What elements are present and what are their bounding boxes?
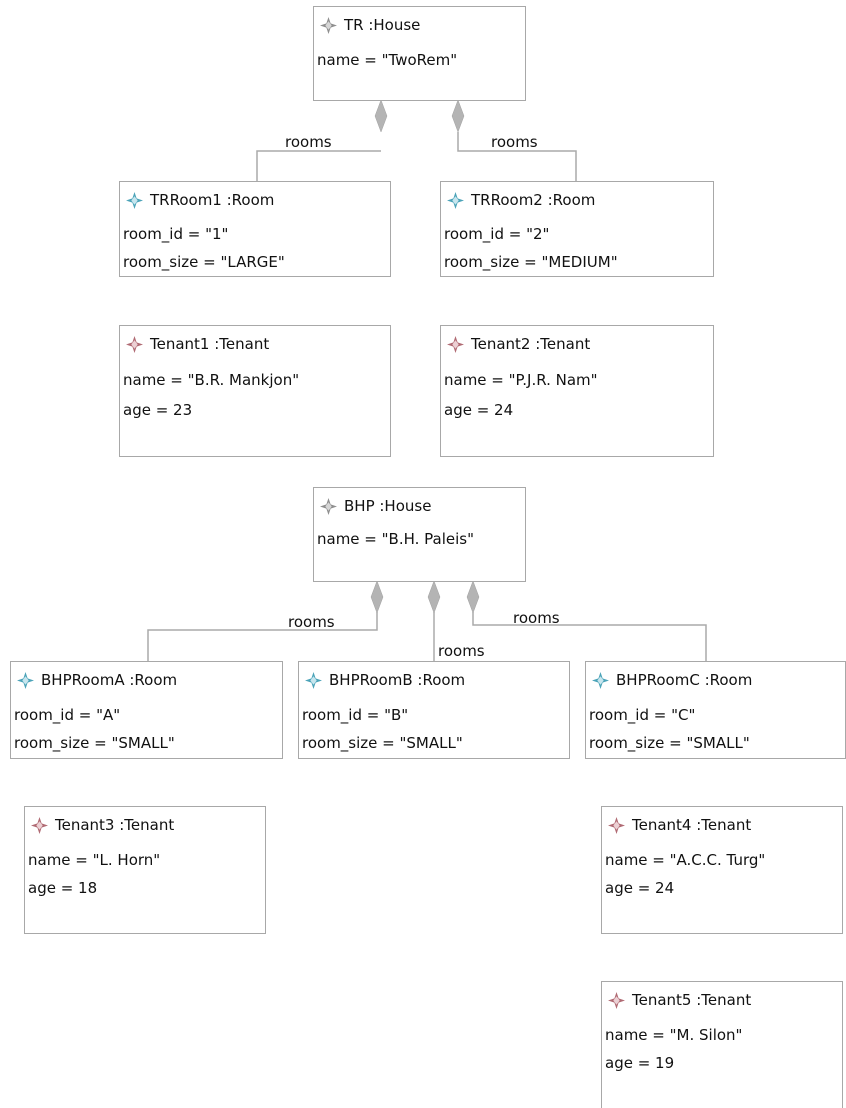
- connector-bhp-bhproomC: [472, 612, 707, 661]
- object-trroom1-room[interactable]: TRRoom1 :Room room_id = "1" room_size = …: [119, 181, 391, 277]
- attribute-name: name = "A.C.C. Turg": [605, 851, 766, 869]
- object-bhproomB-room[interactable]: BHPRoomB :Room room_id = "B" room_size =…: [298, 661, 570, 759]
- object-title: Tenant1 :Tenant: [150, 335, 270, 353]
- attribute-room-size: room_size = "SMALL": [589, 734, 750, 752]
- object-bhproomA-room[interactable]: BHPRoomA :Room room_id = "A" room_size =…: [10, 661, 283, 759]
- object-title: TRRoom2 :Room: [471, 191, 596, 209]
- connector-bhp-bhproomA: [147, 612, 378, 661]
- attribute-name: name = "B.H. Paleis": [317, 530, 474, 548]
- attribute-age: age = 18: [28, 879, 98, 897]
- object-icon-teal: [17, 671, 34, 689]
- connector-tr-trroom2: [457, 132, 577, 181]
- object-bhp-house[interactable]: BHP :House name = "B.H. Paleis": [313, 487, 526, 582]
- object-tenant1-tenant[interactable]: Tenant1 :Tenant name = "B.R. Mankjon" ag…: [119, 325, 391, 457]
- association-label-bhp-bhproomB: rooms: [438, 642, 485, 660]
- object-title: Tenant4 :Tenant: [632, 816, 752, 834]
- object-title: Tenant2 :Tenant: [471, 335, 591, 353]
- attribute-age: age = 24: [605, 879, 675, 897]
- association-label-tr-trroom1: rooms: [285, 133, 332, 151]
- object-title: TR :House: [344, 16, 421, 34]
- attribute-age: age = 23: [123, 401, 193, 419]
- attribute-room-size: room_size = "LARGE": [123, 253, 285, 271]
- object-title: Tenant3 :Tenant: [55, 816, 175, 834]
- object-tenant2-tenant[interactable]: Tenant2 :Tenant name = "P.J.R. Nam" age …: [440, 325, 714, 457]
- object-title: BHP :House: [344, 497, 432, 515]
- attribute-room-id: room_id = "C": [589, 706, 696, 724]
- association-label-bhp-bhproomA: rooms: [288, 613, 335, 631]
- object-title: BHPRoomB :Room: [329, 671, 466, 689]
- object-icon-teal: [447, 191, 464, 209]
- object-tenant4-tenant[interactable]: Tenant4 :Tenant name = "A.C.C. Turg" age…: [601, 806, 843, 934]
- attribute-room-size: room_size = "SMALL": [302, 734, 463, 752]
- connector-tr-trroom1: [256, 150, 381, 181]
- attribute-room-id: room_id = "A": [14, 706, 121, 724]
- object-trroom2-room[interactable]: TRRoom2 :Room room_id = "2" room_size = …: [440, 181, 714, 277]
- object-title: BHPRoomA :Room: [41, 671, 178, 689]
- attribute-name: name = "B.R. Mankjon": [123, 371, 300, 389]
- object-icon-gray: [320, 16, 337, 34]
- object-icon-teal: [305, 671, 322, 689]
- object-icon-red: [608, 991, 625, 1009]
- object-tenant5-tenant[interactable]: Tenant5 :Tenant name = "M. Silon" age = …: [601, 981, 843, 1108]
- attribute-room-size: room_size = "SMALL": [14, 734, 175, 752]
- composition-diamond-icon: [374, 99, 388, 133]
- object-tenant3-tenant[interactable]: Tenant3 :Tenant name = "L. Horn" age = 1…: [24, 806, 266, 934]
- attribute-name: name = "L. Horn": [28, 851, 161, 869]
- attribute-room-id: room_id = "1": [123, 225, 229, 243]
- attribute-name: name = "TwoRem": [317, 51, 458, 69]
- composition-diamond-icon: [451, 99, 465, 133]
- attribute-room-size: room_size = "MEDIUM": [444, 253, 618, 271]
- association-label-bhp-bhproomC: rooms: [513, 609, 560, 627]
- attribute-name: name = "M. Silon": [605, 1026, 743, 1044]
- object-icon-teal: [126, 191, 143, 209]
- object-bhproomC-room[interactable]: BHPRoomC :Room room_id = "C" room_size =…: [585, 661, 846, 759]
- object-icon-red: [31, 816, 48, 834]
- attribute-name: name = "P.J.R. Nam": [444, 371, 598, 389]
- object-icon-red: [608, 816, 625, 834]
- object-icon-red: [126, 335, 143, 353]
- object-icon-teal: [592, 671, 609, 689]
- attribute-room-id: room_id = "B": [302, 706, 409, 724]
- attribute-age: age = 24: [444, 401, 514, 419]
- attribute-age: age = 19: [605, 1054, 675, 1072]
- object-title: Tenant5 :Tenant: [632, 991, 752, 1009]
- object-tr-house[interactable]: TR :House name = "TwoRem": [313, 6, 526, 101]
- object-title: TRRoom1 :Room: [150, 191, 275, 209]
- object-title: BHPRoomC :Room: [616, 671, 753, 689]
- composition-diamond-icon: [427, 580, 441, 614]
- composition-diamond-icon: [370, 580, 384, 614]
- object-icon-red: [447, 335, 464, 353]
- object-icon-gray: [320, 497, 337, 515]
- attribute-room-id: room_id = "2": [444, 225, 550, 243]
- composition-diamond-icon: [466, 580, 480, 614]
- association-label-tr-trroom2: rooms: [491, 133, 538, 151]
